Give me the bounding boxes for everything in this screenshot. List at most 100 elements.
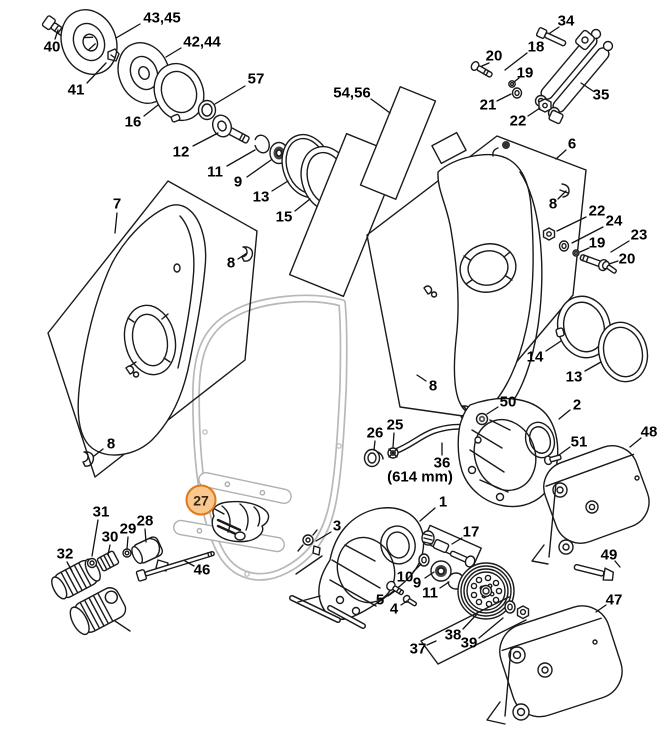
part-label[interactable]: 17 <box>462 523 480 541</box>
part-label[interactable]: 20 <box>618 250 636 268</box>
part-label[interactable]: 25 <box>386 416 404 434</box>
cover-47 <box>487 599 629 724</box>
bolt-34 <box>536 27 567 48</box>
nut-39 <box>518 606 529 619</box>
part-label[interactable]: 19 <box>588 234 606 252</box>
part-label[interactable]: 41 <box>67 81 85 99</box>
oring-29 <box>123 549 131 557</box>
part-label[interactable]: 13 <box>565 368 583 386</box>
part-label[interactable]: 35 <box>592 86 610 104</box>
part-label[interactable]: 3 <box>332 517 342 535</box>
part-label[interactable]: 43,45 <box>143 9 181 27</box>
part-label[interactable]: 8 <box>548 195 558 213</box>
part-label[interactable]: 48 <box>640 423 658 441</box>
part-label[interactable]: 11 <box>207 163 223 181</box>
part-label[interactable]: 1 <box>438 493 448 511</box>
part-label[interactable]: 21 <box>479 96 497 114</box>
part-label[interactable]: 8 <box>106 435 116 453</box>
part-label[interactable]: 23 <box>630 226 648 244</box>
part-label[interactable]: 30 <box>101 528 119 546</box>
knob-32a <box>48 556 103 602</box>
part-label[interactable]: 26 <box>366 424 384 442</box>
bearing-9b <box>431 561 451 581</box>
part-label[interactable]: 39 <box>460 634 478 652</box>
screw-20a <box>470 60 494 79</box>
part-label[interactable]: 22 <box>509 112 527 130</box>
screw-20b <box>601 260 618 275</box>
ring-16 <box>146 56 212 128</box>
part-label[interactable]: 9 <box>412 574 422 592</box>
bolt-46 <box>136 548 215 581</box>
part-label[interactable]: 9 <box>233 173 243 191</box>
ring-14 <box>549 290 617 364</box>
part-label[interactable]: 34 <box>557 12 575 30</box>
clamp-22a <box>539 99 564 124</box>
part-label[interactable]: 37 <box>409 640 427 658</box>
part-label[interactable]: 51 <box>570 433 588 451</box>
washer-24 <box>560 241 569 251</box>
washer-39 <box>505 601 515 613</box>
part-label[interactable]: 12 <box>172 143 190 161</box>
panel-7-frame <box>48 181 257 477</box>
plate-small <box>432 133 466 164</box>
cap-26 <box>365 450 384 467</box>
part-label[interactable]: 7 <box>112 195 122 213</box>
screw-5 <box>385 580 405 597</box>
disc-43-45 <box>52 1 127 82</box>
bearing-57 <box>199 101 216 120</box>
nut-22b <box>544 228 555 240</box>
part-label[interactable]: 19 <box>516 64 534 82</box>
part-label[interactable]: 40 <box>43 38 61 56</box>
part-label[interactable]: 47 <box>605 591 623 609</box>
part-label[interactable]: 57 <box>247 70 265 88</box>
leader-lines <box>55 24 641 645</box>
clip-41 <box>108 49 119 61</box>
handle-bracket-27 <box>212 502 268 542</box>
part-label[interactable]: 5 <box>375 591 385 609</box>
circlip-11a <box>252 133 271 155</box>
part-label[interactable]: 29 <box>119 520 137 538</box>
part-label[interactable]: 32 <box>56 545 74 563</box>
screw-51 <box>544 453 562 465</box>
part-label[interactable]: 8 <box>226 254 236 272</box>
handlebar-strap-upper <box>198 471 293 504</box>
part-label[interactable]: 31 <box>92 503 110 521</box>
part-label[interactable]: 49 <box>600 546 618 564</box>
ring-13b <box>592 317 654 387</box>
part-label[interactable]: 13 <box>252 188 270 206</box>
part-label[interactable]: 28 <box>136 512 154 530</box>
part-label[interactable]: 54,56 <box>333 84 371 102</box>
part-label[interactable]: 8 <box>428 377 438 395</box>
nipple-30 <box>97 551 119 572</box>
clamp-28 <box>129 535 168 571</box>
part-label[interactable]: 4 <box>389 600 399 618</box>
part-label[interactable]: 6 <box>567 135 577 153</box>
part-label[interactable]: 11 <box>422 584 438 602</box>
sticker-54-56 <box>361 87 436 200</box>
shaft-12 <box>210 112 250 143</box>
part-label[interactable]: 15 <box>275 208 293 226</box>
pulley-38 <box>458 563 514 619</box>
part-label[interactable]: 46 <box>193 561 211 579</box>
part-label[interactable]: 10 <box>396 568 414 586</box>
part-label[interactable]: 14 <box>526 348 544 366</box>
box-37 <box>421 597 526 664</box>
part-label[interactable]: 50 <box>499 393 517 411</box>
part-label[interactable]: 24 <box>605 212 623 230</box>
part-label[interactable]: 42,44 <box>183 33 221 51</box>
knob-32b <box>66 585 130 639</box>
part-label[interactable]: 38 <box>444 626 462 644</box>
part-label[interactable]: 36 <box>433 454 451 472</box>
part-label-highlighted[interactable]: 27 <box>185 484 217 516</box>
part-label[interactable]: 20 <box>485 47 503 65</box>
clamp-3 <box>298 530 320 555</box>
part-label[interactable]: 22 <box>588 202 606 220</box>
part-label[interactable]: 16 <box>124 113 142 131</box>
washer-10 <box>419 554 429 566</box>
bolt-set-17 <box>422 525 481 568</box>
part-label[interactable]: 18 <box>527 38 545 56</box>
screw-4 <box>402 594 418 607</box>
part-label[interactable]: 2 <box>572 396 582 414</box>
